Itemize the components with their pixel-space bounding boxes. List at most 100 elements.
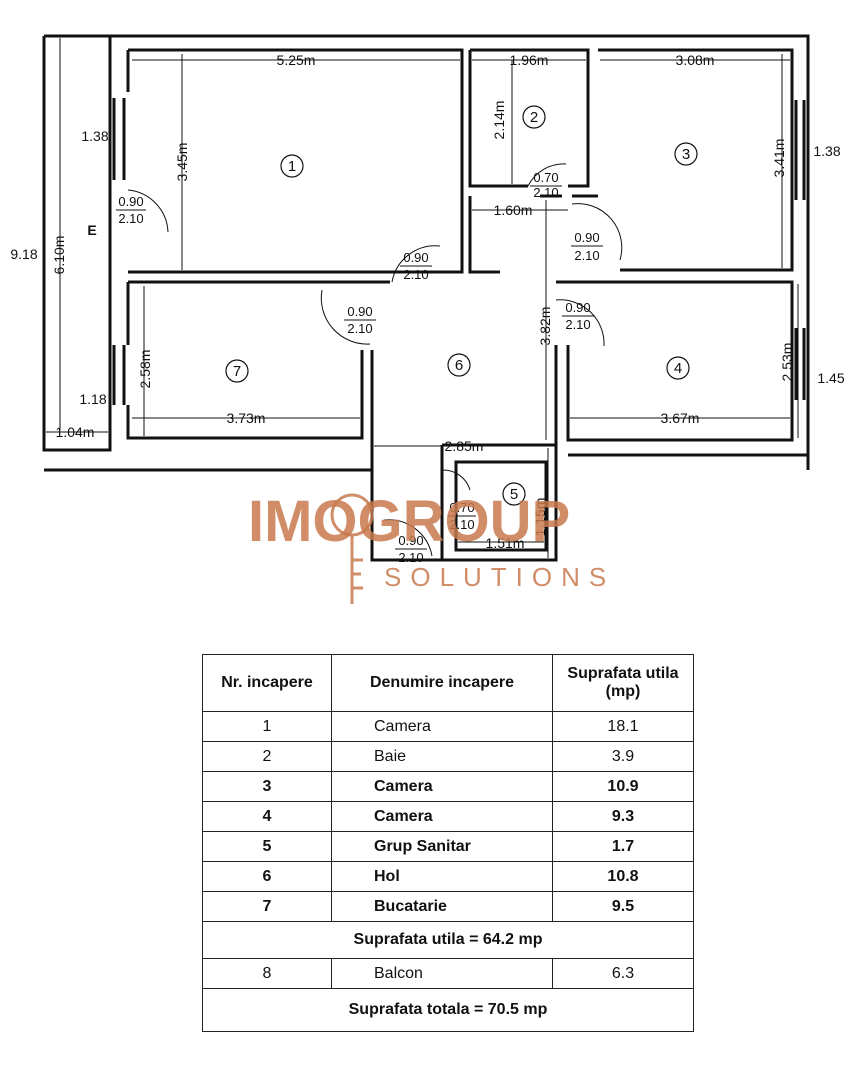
cell-name: Balcon [331,958,553,989]
dim-label: 3.67m [661,410,700,426]
cell-nr: 4 [202,801,332,832]
cell-nr: 8 [202,958,332,989]
cell-name: Camera [331,771,553,802]
key-icon [330,493,374,604]
col-header-area: Suprafata utila (mp) [552,654,694,712]
dim-label: 3.41m [771,139,787,178]
col-header-name: Denumire incapere [331,654,553,712]
room-number: 6 [455,357,463,374]
room-number: 1 [288,158,296,175]
room-number: 4 [674,360,682,377]
table-row: 8 Balcon 6.3 [202,958,694,989]
cell-area: 6.3 [552,958,694,989]
wall-room-4 [556,280,794,442]
cell-name: Bucatarie [331,891,553,922]
door-width: 0.90 [574,230,599,245]
table-row: 2 Baie 3.9 [202,741,694,772]
floor-plan: 1 2 3 4 5 6 7 5.25m 1.96m 3.08m 1.60m 3.… [10,34,845,604]
dim-label: 1.96m [510,52,549,68]
cell-area: 9.5 [552,891,694,922]
dim-label: 6.10m [51,236,67,275]
dim-label: 1.38 [813,143,840,159]
watermark: IMOGROUP SOLUTIONS [248,489,615,604]
wall-room-2 [468,50,528,188]
watermark-main: IMOGROUP [248,489,570,554]
table-row: 4 Camera 9.3 [202,801,694,832]
outer-wall [42,34,112,452]
wall-hall [468,196,500,274]
dim-label: 3.45m [174,143,190,182]
table-row: 5 Grup Sanitar 1.7 [202,831,694,862]
cell-name: Baie [331,741,553,772]
dim-label: 9.18 [10,246,37,262]
door-width: 0.90 [118,194,143,209]
room-number: 3 [682,146,690,163]
door-height: 2.10 [118,211,143,226]
door-width: 0.70 [533,170,558,185]
dim-label: 1.18 [79,391,106,407]
cell-nr: 2 [202,741,332,772]
room-number: 7 [233,363,241,380]
cell-nr: 5 [202,831,332,862]
total-row: Suprafata totala = 70.5 mp [202,988,694,1032]
dim-label: 2.14m [491,101,507,140]
door-height: 2.10 [347,321,372,336]
cell-area: 9.3 [552,801,694,832]
table-row: 7 Bucatarie 9.5 [202,891,694,922]
wall-room-3 [598,48,794,272]
dim-label: 2.85m [445,438,484,454]
cell-nr: 7 [202,891,332,922]
door-height: 2.10 [403,267,428,282]
dim-label: 2.53m [779,343,795,382]
area-table: Nr. incapere Denumire incapere Suprafata… [202,654,694,1032]
wall-room-2 [470,48,590,188]
cell-nr: 3 [202,771,332,802]
dim-label: 1.15m [532,498,548,537]
subtotal-row: Suprafata utila = 64.2 mp [202,921,694,959]
dim-label: 5.25m [277,52,316,68]
door-height: 2.10 [398,550,423,565]
table-row: 6 Hol 10.8 [202,861,694,892]
wall-room-5-inner [454,460,548,552]
dim-label: 1.60m [494,202,533,218]
door-width: 0.90 [347,304,372,319]
cell-area: 1.7 [552,831,694,862]
table-row: 3 Camera 10.9 [202,771,694,802]
dim-label: 1.04m [56,424,95,440]
cell-area: 18.1 [552,711,694,742]
cell-area: 10.8 [552,861,694,892]
dim-label: 1.51m [486,535,525,551]
door-height: 2.10 [574,248,599,263]
watermark-sub: SOLUTIONS [384,562,615,592]
cell-name: Hol [331,861,553,892]
cell-name: Camera [331,801,553,832]
dim-label: 3.82m [537,307,553,346]
outer-wall [110,34,810,470]
cell-nr: 6 [202,861,332,892]
table-row: 1 Camera 18.1 [202,711,694,742]
dim-label: 2.58m [137,350,153,389]
cell-name: Grup Sanitar [331,831,553,862]
door-height: 2.10 [565,317,590,332]
dim-label: 3.08m [676,52,715,68]
wall-room-5 [440,443,558,562]
room-number: 5 [510,486,518,503]
door-width: 0.90 [565,300,590,315]
dim-label: 3.73m [227,410,266,426]
cell-area: 10.9 [552,771,694,802]
cell-area: 3.9 [552,741,694,772]
dim-label: 1.38 [81,128,108,144]
door-width: 0.90 [398,533,423,548]
col-header-nr: Nr. incapere [202,654,332,712]
door-height: 2.10 [533,185,558,200]
entry-label: E [87,222,96,238]
dim-label: 1.45 [817,370,844,386]
room-number: 2 [530,109,538,126]
door-width: 0.90 [403,250,428,265]
wall-hall [370,350,442,562]
door-width: 0.70 [449,500,474,515]
cell-name: Camera [331,711,553,742]
wall-room-1 [128,48,464,274]
door-height: 2.10 [449,517,474,532]
wall-room-7 [126,350,364,440]
